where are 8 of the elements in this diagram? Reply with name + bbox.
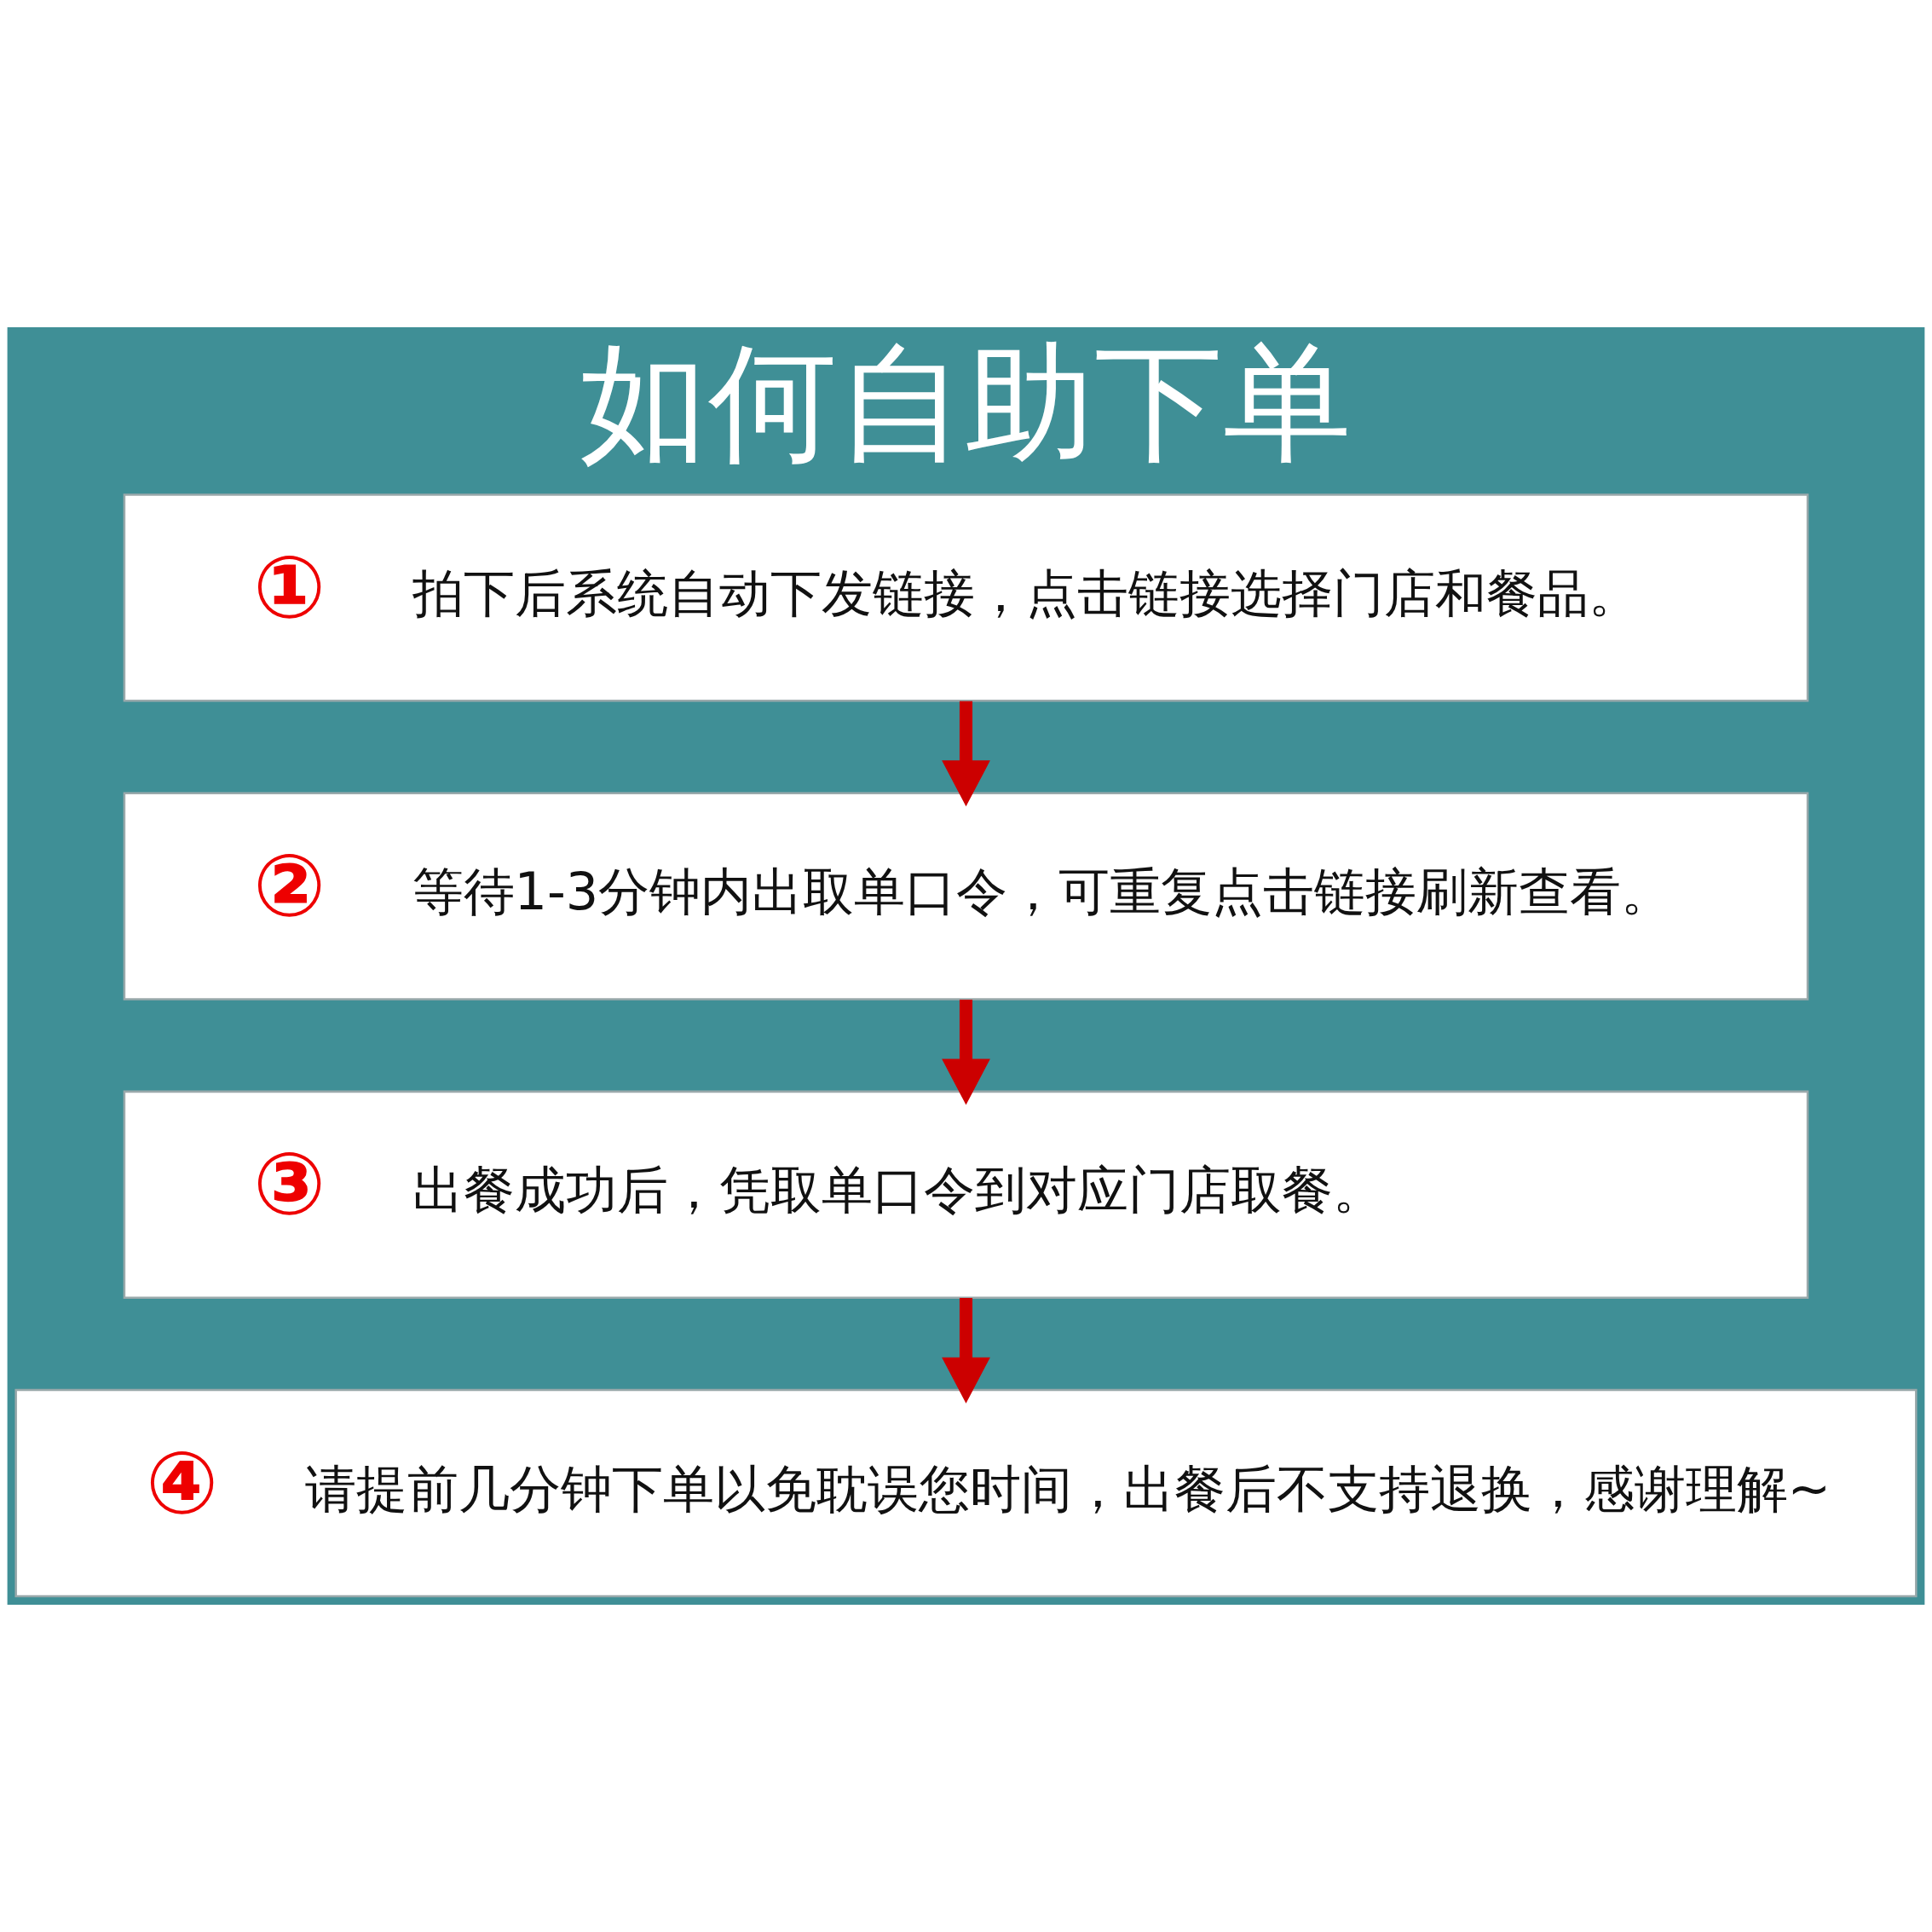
- arrow: [942, 999, 990, 1105]
- arrow: [942, 1298, 990, 1404]
- node-box: ② 等待1-3分钟内出取单口令，可重复点击链接刷新查看。: [123, 792, 1809, 1001]
- arrow: [942, 701, 990, 807]
- node-box: ④ 请提前几分钟下单以免耽误您时间，出餐后不支持退换，感谢理解~: [14, 1388, 1918, 1598]
- diagram-title: 如何自助下单: [580, 328, 1352, 479]
- node-box: ③ 出餐成功后，凭取单口令到对应门店取餐。: [123, 1090, 1809, 1299]
- node-box: ① 拍下后系统自动下发链接，点击链接选择门店和餐品。: [123, 493, 1809, 702]
